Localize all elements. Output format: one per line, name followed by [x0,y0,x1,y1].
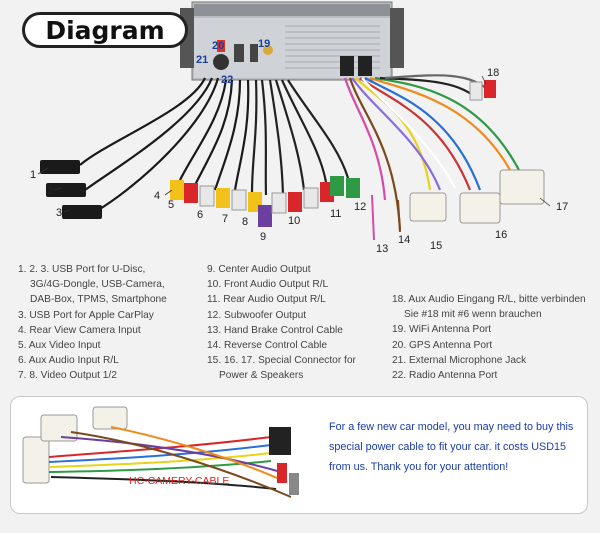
legend-item: 14. Reverse Control Cable [207,340,328,352]
callout-8: 8 [242,216,249,228]
callout-15: 15 [430,240,443,252]
legend-item: 3. USB Port for Apple CarPlay [18,309,154,321]
legend-item: 3G/4G-Dongle, USB-Camera, [30,279,165,291]
page-title: Diagram [22,12,188,48]
legend-item: 7. 8. Video Output 1/2 [18,370,117,382]
callout-13: 13 [376,243,389,255]
legend-item: 20. GPS Antenna Port [392,339,493,351]
legend-item: 4. Rear View Camera Input [18,324,141,336]
cable-harness-illustration [22,406,299,498]
special-cable-panel: HC-CAMERY-CABLE For a few new car model,… [10,396,588,514]
callout-17: 17 [556,201,569,213]
legend-right: 18. Aux Audio Eingang R/L, bitte verbind… [392,292,586,383]
callout-19: 19 [258,38,271,50]
legend-item: 12. Subwoofer Output [207,309,307,321]
callout-1: 1 [30,169,37,181]
callout-16: 16 [495,229,508,241]
title-bar: Diagram [0,12,600,48]
legend-item: 9. Center Audio Output [207,264,311,275]
callout-11: 11 [330,208,342,220]
rca-plugs [170,80,496,227]
callout-3: 3 [56,207,63,219]
callout-9: 9 [260,231,267,243]
legend-item: 13. Hand Brake Control Cable [207,324,343,336]
legend-item: 15. 16. 17. Special Connector for [207,355,356,367]
callout-4: 4 [154,190,161,202]
cable-image [22,406,299,498]
legend-item: Power & Speakers [219,370,304,382]
usb-connectors [40,160,102,219]
legend-item: 22. Radio Antenna Port [392,370,498,382]
legend-item: 21. External Microphone Jack [392,354,527,366]
callout-2: 2 [47,185,54,197]
callout-21: 21 [196,54,209,66]
cable-model-label: HC-CAMERY-CABLE [129,475,230,487]
wiring-diagram [37,1,551,241]
legend-item: DAB-Box, TPMS, Smartphone [30,294,167,306]
callout-18: 18 [487,67,500,79]
callout-5: 5 [168,199,175,211]
legend-item: 11. Rear Audio Output R/L [207,294,326,306]
legend-item: Sie #18 mit #6 wenn brauchen [404,309,542,321]
callout-6: 6 [197,209,204,221]
legend-item: 19. WiFi Antenna Port [392,324,492,336]
callout-12: 12 [354,201,367,213]
callout-22: 22 [221,74,234,86]
legend-item: 18. Aux Audio Eingang R/L, bitte verbind… [392,294,586,305]
legend-item: 5. Aux Video Input [18,340,101,352]
callout-20: 20 [212,40,225,52]
note-line: For a few new car model, you may need to… [329,421,574,433]
cable-purchase-note: For a few new car model, you may need to… [329,417,581,477]
callout-10: 10 [288,215,301,227]
callout-14: 14 [398,234,411,246]
legend-item: 1. 2. 3. USB Port for U-Disc, [18,264,146,275]
legend-item: 10. Front Audio Output R/L [207,279,329,291]
legend-item: 6. Aux Audio Input R/L [18,355,119,367]
legend-left: 1. 2. 3. USB Port for U-Disc, 3G/4G-Dong… [18,262,167,384]
wire-bundle [79,74,521,231]
harness-connectors [409,169,545,224]
note-line: special power cable to fit your car. it … [329,441,567,453]
note-line: from us. Thank you for your attention! [329,461,509,473]
legend-middle: 9. Center Audio Output 10. Front Audio O… [207,262,356,384]
callout-7: 7 [222,213,229,225]
